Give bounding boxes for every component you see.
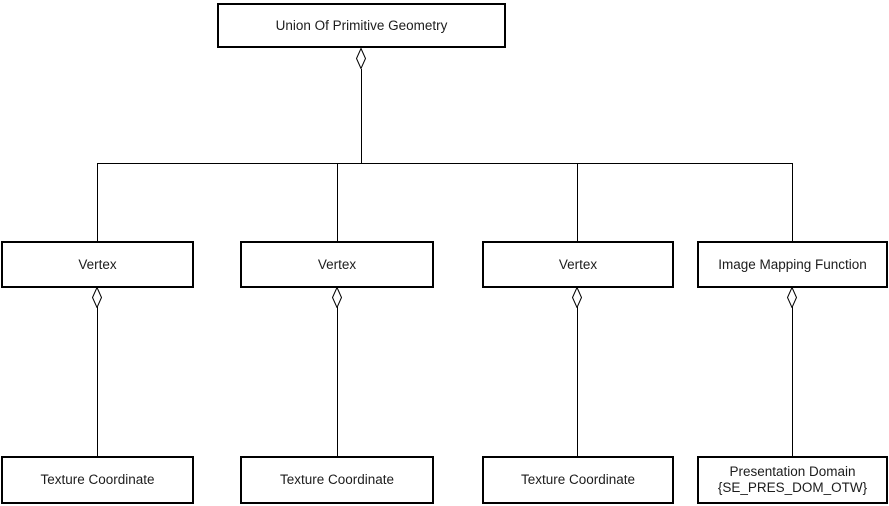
- node-label: Texture Coordinate: [279, 472, 395, 487]
- node-vertex-3: Vertex: [482, 241, 674, 288]
- node-label: Texture Coordinate: [520, 472, 636, 487]
- node-label: Vertex: [78, 256, 117, 272]
- connector-horizontal-bus: [97, 163, 793, 164]
- connector-root-vertical: [361, 69, 362, 163]
- node-label: Vertex: [317, 256, 357, 272]
- connector-drop-image-mapping-function: [792, 163, 793, 241]
- connector-vertex-1-texture-coordinate: [97, 307, 98, 456]
- connector-drop-vertex-3: [577, 163, 578, 241]
- connector-vertex-2-texture-coordinate: [337, 307, 338, 456]
- aggregation-diamond-icon: [572, 287, 582, 308]
- connector-vertex-3-texture-coordinate: [577, 307, 578, 456]
- connector-imf-presentation-domain: [792, 307, 793, 456]
- node-label-line2: {SE_PRES_DOM_OTW}: [717, 480, 868, 495]
- node-texture-coordinate-3: Texture Coordinate: [482, 456, 674, 504]
- node-union-of-primitive-geometry: Union Of Primitive Geometry: [217, 3, 506, 48]
- node-texture-coordinate-1: Texture Coordinate: [1, 456, 194, 504]
- node-label: Texture Coordinate: [40, 472, 155, 487]
- node-vertex-1: Vertex: [1, 241, 194, 288]
- connector-drop-vertex-1: [97, 163, 98, 241]
- connector-drop-vertex-2: [337, 163, 338, 241]
- node-label: Image Mapping Function: [718, 256, 867, 272]
- node-texture-coordinate-2: Texture Coordinate: [240, 456, 434, 504]
- node-image-mapping-function: Image Mapping Function: [697, 241, 888, 288]
- aggregation-diamond-icon: [332, 287, 342, 308]
- node-vertex-2: Vertex: [240, 241, 434, 288]
- node-label-line1: Presentation Domain: [729, 464, 856, 479]
- aggregation-diamond-icon: [787, 287, 797, 308]
- node-label: Union Of Primitive Geometry: [275, 17, 448, 33]
- node-presentation-domain: Presentation Domain {SE_PRES_DOM_OTW}: [697, 456, 888, 504]
- node-label: Vertex: [558, 256, 598, 272]
- aggregation-diamond-icon: [356, 48, 366, 69]
- aggregation-diamond-icon: [92, 287, 102, 308]
